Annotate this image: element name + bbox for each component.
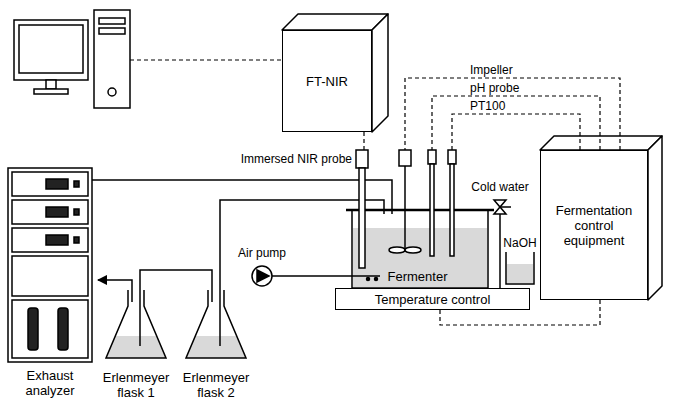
- computer: [99, 28, 125, 34]
- fermenter-drawing: [346, 209, 494, 212]
- flask: Erlenmeyer flask 1: [100, 290, 172, 404]
- exhaust-analyzer-rack: [12, 300, 88, 358]
- computer: [34, 89, 68, 94]
- computer: [108, 88, 116, 96]
- fermenter-drawing: [404, 166, 406, 250]
- control-box-faces: [648, 136, 662, 300]
- node-text: FT-NIR: [306, 74, 348, 89]
- instrument-box-faces: [282, 14, 388, 132]
- temperature-control-box: Temperature control: [335, 288, 530, 310]
- naoh-beaker: [506, 252, 534, 284]
- signal-line: [363, 132, 364, 150]
- signal-label: pH probe: [470, 81, 519, 95]
- erlenmeyer-flask-drawing: [186, 336, 246, 358]
- fermenter-drawing: [389, 247, 405, 253]
- control-box-faces: [540, 136, 662, 150]
- erlenmeyer-flask-drawing: [98, 280, 246, 358]
- analyzer-rack: Exhaust analyzer: [8, 168, 92, 402]
- fermenter-drawing: [375, 278, 378, 281]
- air-pump-symbol: [252, 266, 272, 286]
- exhaust-analyzer-rack: [74, 237, 79, 243]
- computer: [14, 20, 88, 80]
- exhaust-analyzer-rack: [12, 228, 88, 252]
- air-pump-symbol: [252, 266, 272, 286]
- cold-water-valve: [494, 207, 506, 214]
- erlenmeyer-flask-drawing: [186, 290, 246, 358]
- node-text: Erlenmeyer flask 2: [180, 370, 252, 400]
- exhaust-analyzer-rack: [12, 200, 88, 224]
- erlenmeyer-flask-drawing: [139, 290, 141, 346]
- signal-label: PT100: [470, 99, 505, 113]
- fermenter-drawing: [340, 180, 392, 214]
- instrument-box-faces: [282, 14, 388, 30]
- fermenter-drawing: [448, 150, 456, 164]
- fermenter-drawing: [272, 275, 380, 277]
- fermenter-drawing: [272, 150, 494, 288]
- exhaust-analyzer-rack: [74, 181, 79, 187]
- erlenmeyer-flask-drawing: [211, 290, 213, 302]
- node-text: Erlenmeyer flask 1: [100, 370, 172, 400]
- exhaust-analyzer-rack: [28, 308, 38, 350]
- control-box-faces: [540, 136, 662, 300]
- fermenter-vessel: Fermenter: [340, 150, 495, 288]
- signal-line: [405, 78, 620, 150]
- node-text: Fermentation control equipment: [547, 203, 641, 248]
- fermenter-drawing: [367, 278, 370, 281]
- fermenter-drawing: [428, 150, 436, 164]
- computer: [14, 10, 130, 108]
- instrument-box: FT-NIR: [282, 30, 372, 132]
- naoh-beaker: [506, 252, 534, 284]
- fermenter-drawing: [399, 150, 411, 166]
- gas-tube: [92, 179, 340, 181]
- signal-label: Impeller: [470, 63, 513, 77]
- node-text: Exhaust analyzer: [8, 368, 92, 398]
- node-text: Fermenter: [388, 269, 448, 284]
- exhaust-analyzer-rack: [12, 256, 88, 296]
- fermenter-drawing: [356, 150, 368, 168]
- part-label: Cold water: [460, 180, 540, 194]
- air-pump-symbol: [257, 270, 269, 282]
- part-label: NaOH: [500, 236, 540, 250]
- naoh-beaker: [507, 264, 533, 283]
- exhaust-analyzer-rack: [46, 235, 68, 245]
- fermenter-drawing: [450, 164, 454, 256]
- exhaust-analyzer-rack: [46, 179, 68, 189]
- exhaust-analyzer-rack: [12, 172, 88, 196]
- signal-line: [452, 114, 580, 150]
- exhaust-analyzer-rack: [46, 207, 68, 217]
- exhaust-analyzer-rack: [58, 308, 68, 350]
- instrument-box-faces: [372, 14, 388, 132]
- signal-line: [432, 96, 600, 150]
- exhaust-analyzer-rack: [74, 209, 79, 215]
- computer: [19, 25, 83, 73]
- fermenter-drawing: [353, 228, 487, 287]
- gas-tube: [140, 270, 212, 290]
- erlenmeyer-flask-drawing: [106, 290, 166, 358]
- erlenmeyer-flask-drawing: [98, 280, 132, 302]
- cold-water-valve: [500, 206, 511, 208]
- computer: [99, 18, 125, 24]
- computer: [46, 80, 56, 89]
- fermenter-drawing: [430, 164, 434, 256]
- exhaust-analyzer-rack: [8, 168, 92, 362]
- fermenter-drawing: [359, 168, 365, 268]
- signal-cable: [130, 59, 282, 60]
- computer: [94, 10, 130, 108]
- node-text: Temperature control: [375, 292, 491, 307]
- part-label: Immersed NIR probe: [222, 152, 352, 166]
- erlenmeyer-flask-drawing: [106, 336, 166, 358]
- control-box: Fermentation control equipment: [540, 150, 648, 300]
- flask: Erlenmeyer flask 2: [180, 290, 252, 404]
- erlenmeyer-flask-drawing: [219, 290, 221, 346]
- part-label: Air pump: [227, 246, 297, 260]
- gas-tube: [220, 200, 340, 290]
- fermenter-drawing: [405, 247, 421, 253]
- cold-water-valve: [499, 214, 501, 288]
- exhaust-analyzer-rack: [8, 168, 92, 362]
